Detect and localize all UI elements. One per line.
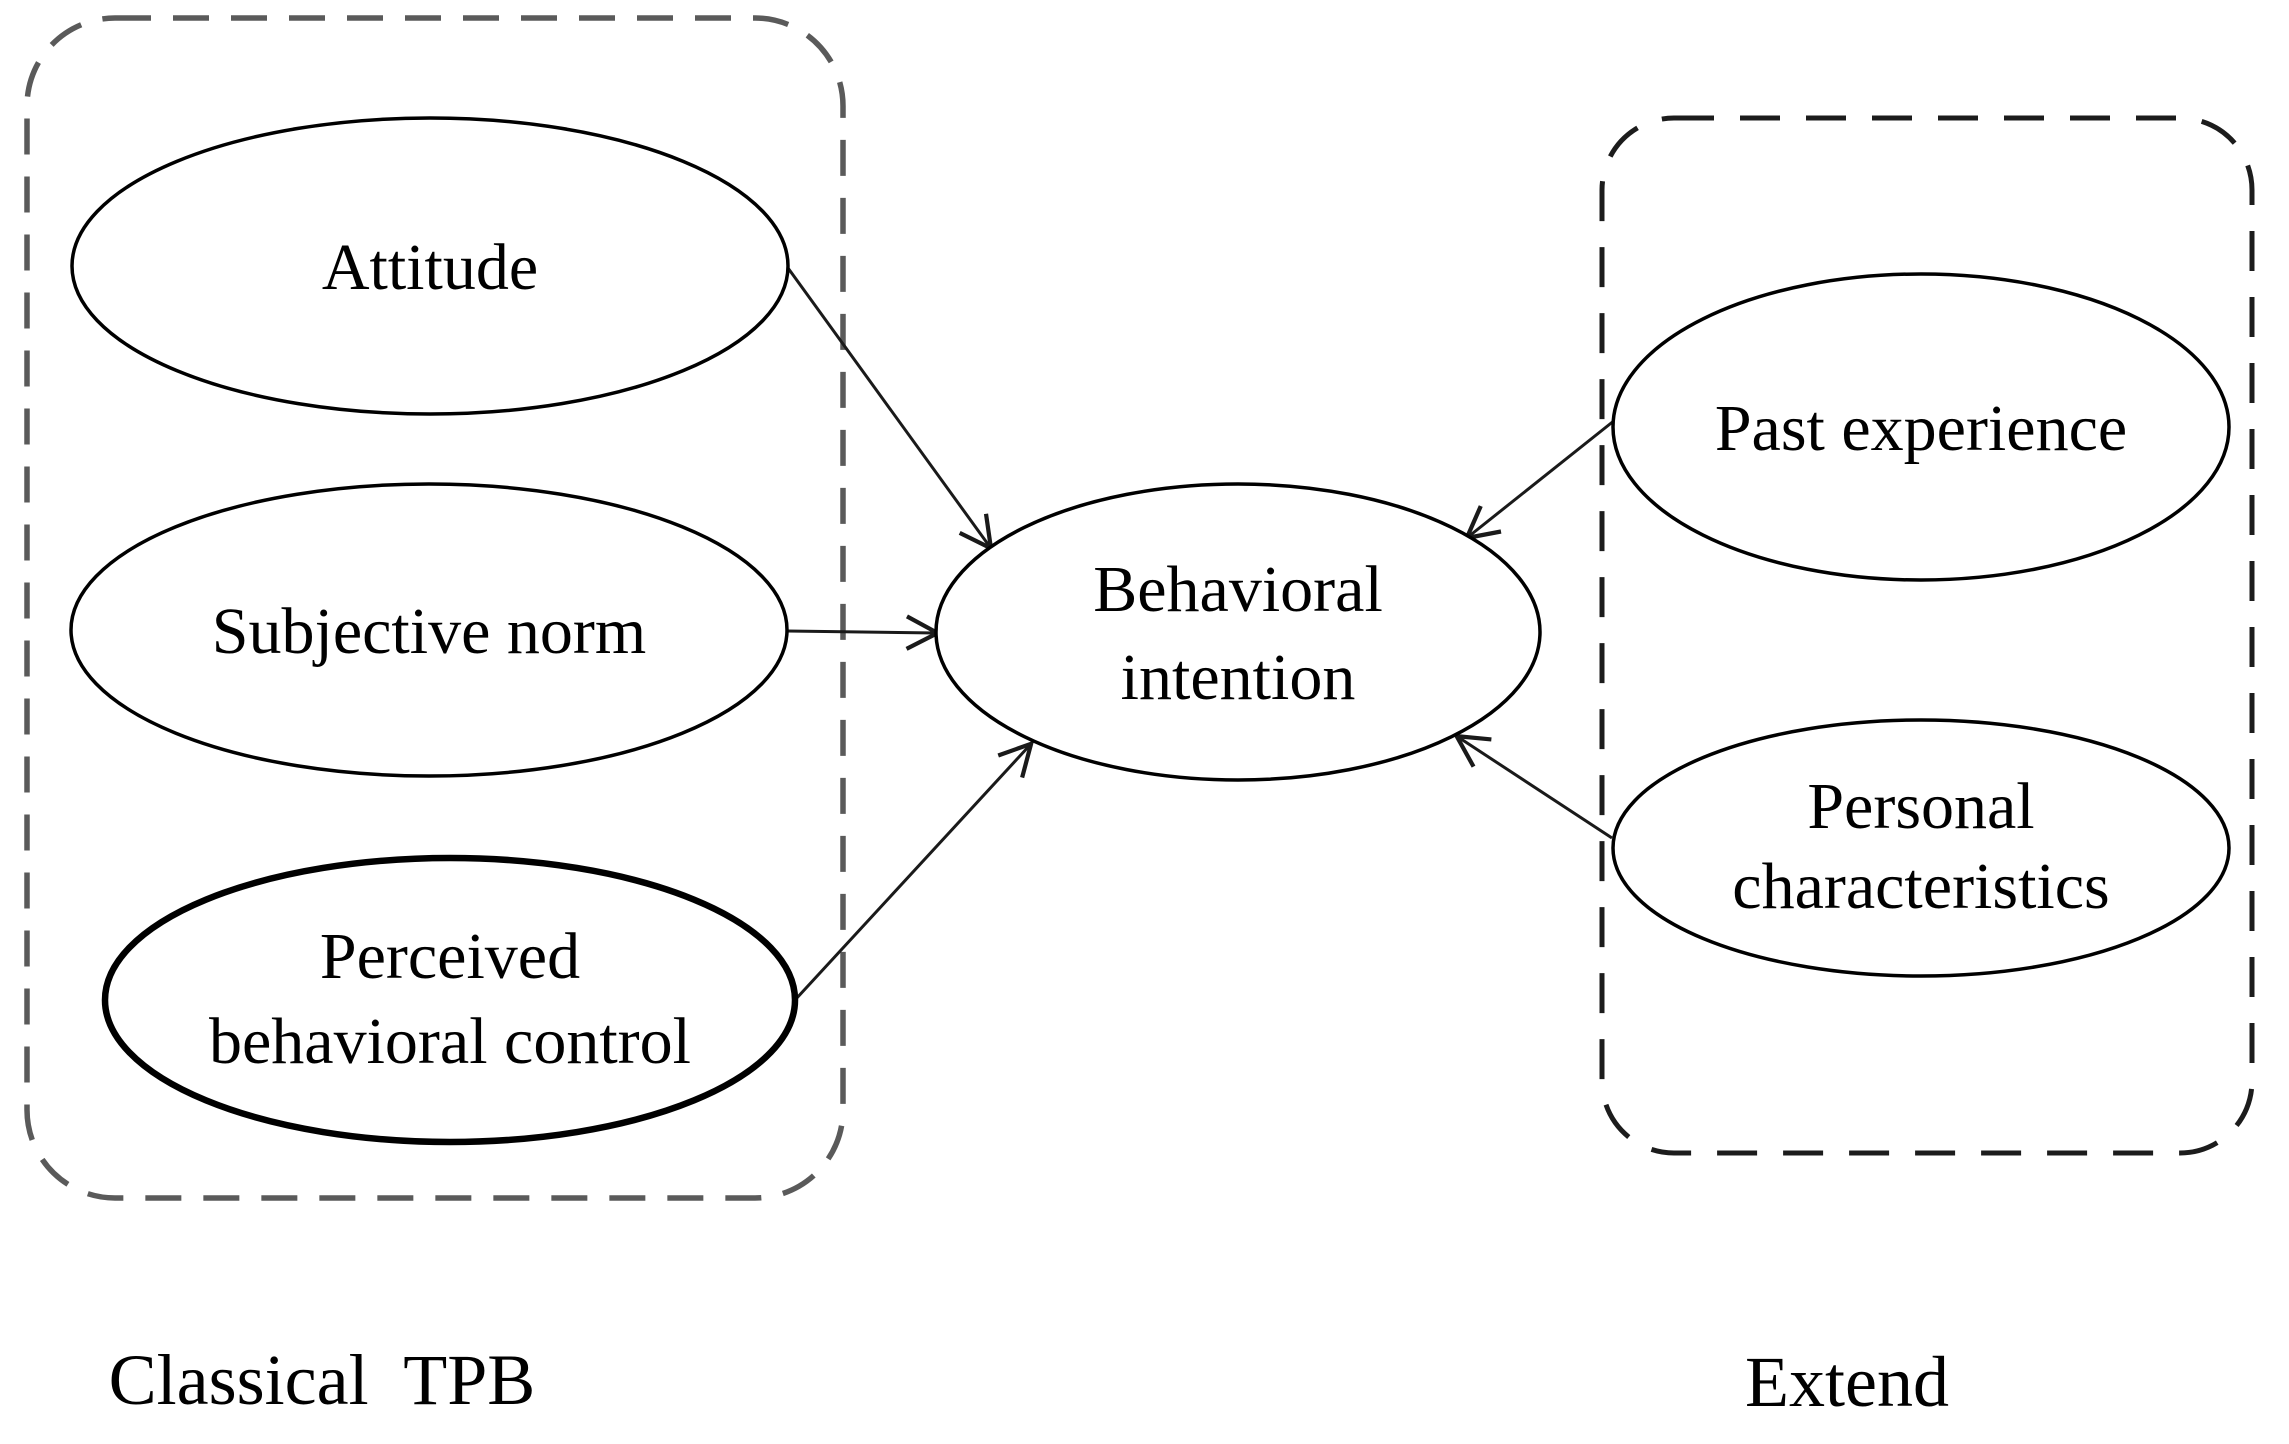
node-subjective-norm bbox=[69, 482, 789, 778]
node-perceived-behavioral-control-label-line1: Perceived bbox=[320, 920, 580, 993]
node-perceived-behavioral-control-label-line2: behavioral control bbox=[209, 1005, 691, 1078]
node-attitude-label: Attitude bbox=[322, 231, 538, 304]
edge-perceived-behavioral-control-to-intention bbox=[793, 740, 1035, 1002]
node-behavioral-intention-label-line1: Behavioral bbox=[1093, 553, 1383, 626]
node-attitude bbox=[70, 116, 790, 416]
node-personal-characteristics bbox=[1611, 718, 2231, 978]
classical-tpb-group-box bbox=[24, 15, 846, 1201]
edge-personal-characteristics-to-intention bbox=[1452, 733, 1613, 840]
extend-group-label: Extend bbox=[1745, 1342, 1949, 1422]
node-personal-characteristics-label-line1: Personal bbox=[1807, 770, 2034, 843]
edge-attitude-to-intention bbox=[786, 267, 994, 552]
node-behavioral-intention-label-line2: intention bbox=[1121, 641, 1356, 714]
edge-subjective-norm-to-intention bbox=[786, 614, 943, 651]
classical-tpb-group-label: Classical TPB bbox=[109, 1340, 536, 1420]
node-personal-characteristics-label-line2: characteristics bbox=[1732, 850, 2109, 923]
node-past-experience-label: Past experience bbox=[1715, 392, 2127, 465]
node-subjective-norm-label: Subjective norm bbox=[212, 595, 646, 668]
node-perceived-behavioral-control bbox=[101, 854, 799, 1146]
extend-group-box bbox=[1599, 115, 2255, 1156]
node-behavioral-intention bbox=[934, 482, 1542, 782]
edge-past-experience-to-intention bbox=[1463, 418, 1616, 541]
node-past-experience bbox=[1611, 272, 2231, 582]
